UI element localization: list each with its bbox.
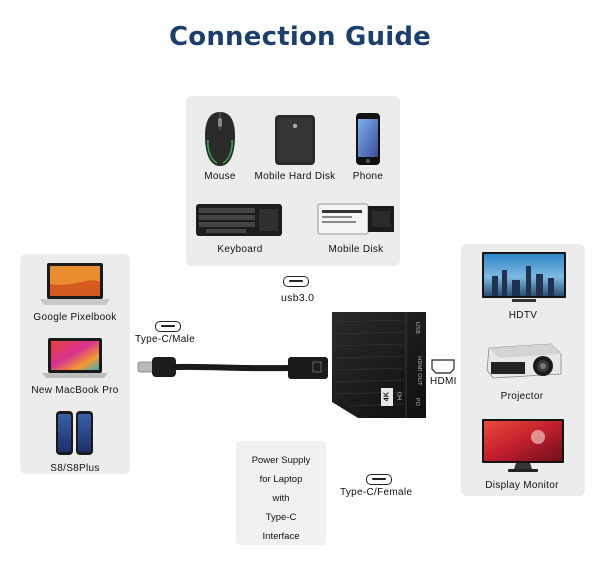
hdmi-port-label: HDMI [430,376,457,387]
usb-flash-drive-icon [317,203,394,235]
laptop-icon [40,263,110,305]
device-label-mobile-disk: Mobile Disk [328,244,384,255]
usb-port-icon [283,276,309,287]
power-supply-line: with [272,493,290,504]
usb-port-label: usb3.0 [281,292,315,304]
hard-disk-icon [275,115,315,165]
adapter-badge: 4K [383,391,391,402]
type-c-female-port-icon [366,474,392,485]
power-supply-text: Power Supply for Laptop with Type-C Inte… [236,451,326,546]
mouse-icon [205,112,235,166]
phone-icon [356,113,380,165]
power-supply-line: Power Supply [251,455,311,466]
type-c-female-label: Type-C/Female [340,487,413,498]
device-label-display-monitor: Display Monitor [485,480,559,491]
adapter-badge-sub: HD [397,391,404,401]
device-label-phone: Phone [352,171,384,182]
adapter-port-hdmi-text: HDMI OUT [415,356,422,386]
power-supply-line: Interface [262,531,300,542]
device-label-pixelbook: Google Pixelbook [33,312,117,323]
adapter-port-pd-text: PD [414,397,421,407]
device-label-projector: Projector [500,391,544,402]
macbook-icon [42,338,108,378]
monitor-icon [482,419,564,472]
type-c-male-port-icon [155,321,181,332]
type-c-male-label: Type-C/Male [135,334,195,345]
power-supply-line: Type-C [265,512,297,523]
device-label-keyboard: Keyboard [217,244,263,255]
power-supply-line: for Laptop [259,474,303,485]
device-label-hdtv: HDTV [508,310,538,321]
page-title: Connection Guide [169,22,431,52]
smartphone-icon [56,411,93,455]
power-supply-panel: Power Supply for Laptop with Type-C Inte… [236,441,326,545]
projector-icon [486,343,562,379]
device-label-s8: S8/S8Plus [50,463,100,474]
adapter-port-usb-text: USB [414,321,421,335]
device-label-hard-disk: Mobile Hard Disk [254,171,336,182]
device-label-mouse: Mouse [204,171,236,182]
device-label-macbook: New MacBook Pro [31,385,119,396]
hdtv-icon [482,252,566,302]
keyboard-icon [196,204,282,236]
